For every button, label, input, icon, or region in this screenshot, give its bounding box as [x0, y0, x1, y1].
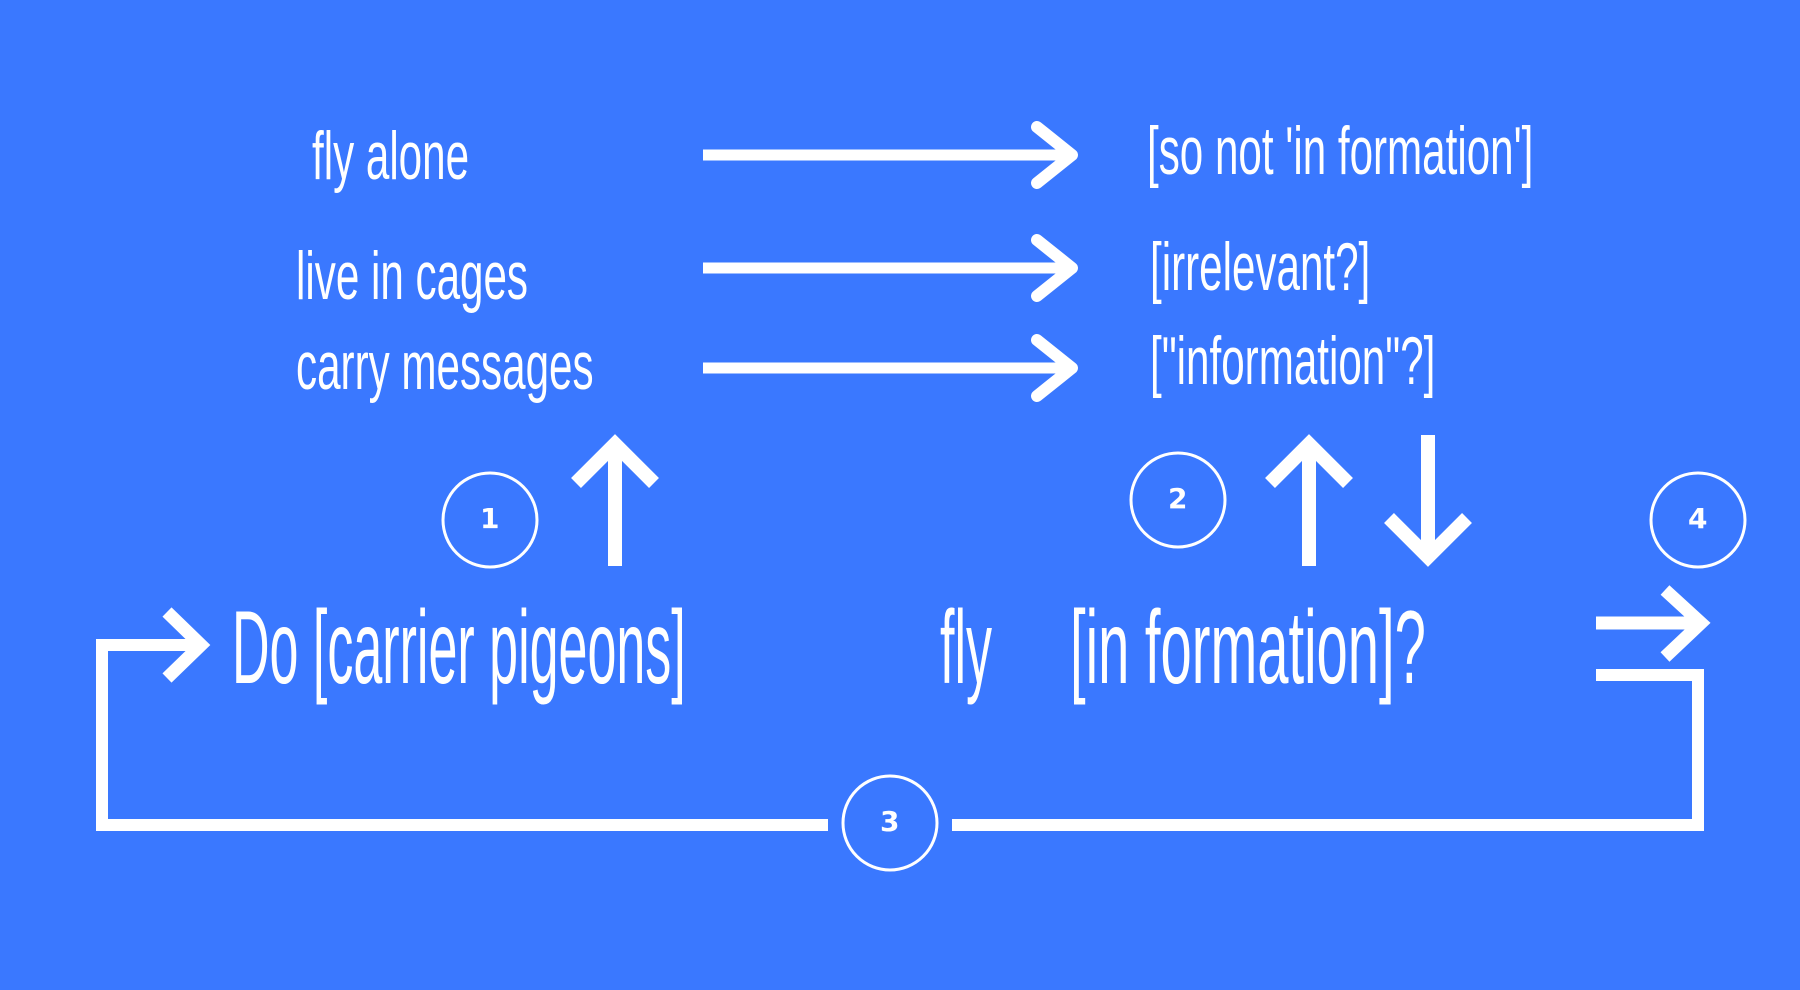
- step-3-circle: [841, 774, 939, 872]
- step-2-number: 2: [1168, 482, 1188, 515]
- term-fly-alone: fly alone: [312, 118, 470, 194]
- interpretation-information: ["information"?]: [1150, 323, 1436, 399]
- arrow-right-icon: [1596, 585, 1711, 662]
- arrow-right-icon: [703, 334, 1078, 402]
- arrow-right-icon: [703, 121, 1078, 189]
- term-carry-messages: carry messages: [296, 328, 594, 404]
- step-2-circle: [1129, 451, 1227, 549]
- question-in-formation: [in formation]?: [1070, 590, 1426, 706]
- arrow-up-icon: [1265, 434, 1353, 566]
- step-1-circle: [441, 471, 539, 569]
- step-4-number: 4: [1688, 502, 1708, 535]
- arrow-down-icon: [1384, 435, 1472, 567]
- step-3-number: 3: [880, 805, 900, 838]
- loop-arrow-icon: [96, 607, 1704, 831]
- question-fly: fly: [940, 590, 992, 706]
- term-live-in-cages: live in cages: [296, 238, 529, 314]
- question-do-carrier-pigeons: Do [carrier pigeons]: [232, 590, 686, 706]
- interpretation-so-not-in-formation: [so not 'in formation']: [1147, 113, 1534, 189]
- interpretation-irrelevant: [irrelevant?]: [1150, 229, 1371, 305]
- arrow-right-icon: [703, 234, 1078, 302]
- step-1-number: 1: [480, 502, 500, 535]
- arrow-up-icon: [571, 434, 659, 566]
- step-4-circle: [1649, 471, 1747, 569]
